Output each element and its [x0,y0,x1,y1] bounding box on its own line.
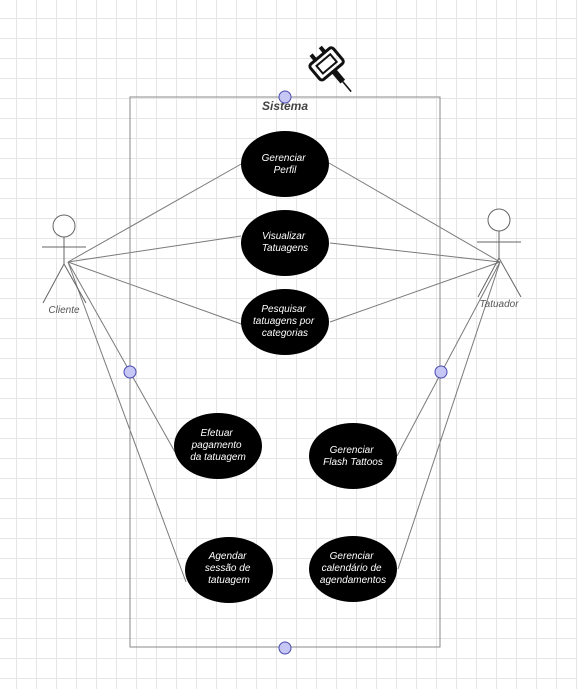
assoc-tatuador-gerenciar-calendario[interactable] [397,261,501,570]
use-case-label: Pesquisar [261,304,306,315]
assoc-cliente-agendar-sessao[interactable] [67,261,187,583]
use-case-label: da tatuagem [190,452,246,463]
handle-left[interactable] [123,365,137,379]
use-case-label: categorias [262,328,308,339]
assoc-tatuador-visualizar-tatuagens[interactable] [329,242,501,263]
assoc-cliente-visualizar-tatuagens[interactable] [67,235,242,263]
assoc-cliente-gerenciar-perfil[interactable] [67,162,244,263]
assoc-tatuador-gerenciar-perfil[interactable] [328,162,501,263]
handle-right[interactable] [434,365,448,379]
use-case-label: Gerenciar [262,153,307,164]
use-case-agendar-sessao[interactable]: Agendar sessão de tatuagem [185,537,273,603]
svg-text:Gerenciar calendário de: Gerenciar calendário de agendamentos [320,551,386,586]
actor-cliente-label: Cliente [48,305,80,316]
svg-text:Pesquisar tatuagens por: Pesquisar tatuagens por categorias [253,304,317,339]
handle-bottom[interactable] [278,641,292,655]
use-case-gerenciar-flash-tattoos[interactable]: Gerenciar Flash Tattoos [309,423,397,489]
actor-cliente-head [52,214,76,238]
use-case-efetuar-pagamento[interactable]: Efetuar pagamento da tatuagem [174,413,262,479]
use-case-label: tatuagens por [253,316,315,327]
assoc-tatuador-pesquisar-tatuagens[interactable] [329,261,501,323]
assoc-cliente-pesquisar-tatuagens[interactable] [67,261,245,326]
use-case-label: Efetuar [200,428,233,439]
use-case-label: Flash Tattoos [323,457,383,468]
use-case-label: Perfil [274,165,298,176]
use-case-label: Tatuagens [262,243,308,254]
assoc-tatuador-gerenciar-flash[interactable] [396,261,501,457]
use-case-label: Gerenciar [330,551,375,562]
association-lines [67,162,501,583]
use-case-label: Agendar [208,551,247,562]
svg-text:Gerenciar Flash Tattoos: Gerenciar Flash Tattoos [323,445,383,468]
use-case-label: calendário de [322,563,382,574]
use-case-gerenciar-perfil[interactable]: Gerenciar Perfil [241,131,329,197]
use-case-label: pagamento [191,440,242,451]
system-title: Sistema [262,99,308,113]
use-case-label: tatuagem [208,575,250,586]
use-case-label: Gerenciar [330,445,375,456]
boundary-handles [123,90,448,655]
use-case-label: Visualizar [262,231,306,242]
assoc-cliente-efetuar-pagamento[interactable] [67,261,176,453]
use-case-visualizar-tatuagens[interactable]: Visualizar Tatuagens [241,210,329,276]
handle-top[interactable] [278,90,292,104]
use-case-gerenciar-calendario[interactable]: Gerenciar calendário de agendamentos [309,536,397,602]
actor-tatuador[interactable] [477,208,522,298]
svg-text:Visualizar Tatuagens: Visualizar Tatuagens [262,231,308,254]
actor-cliente[interactable] [42,214,87,304]
tattoo-machine-icon [308,45,352,93]
svg-text:Agendar sessão de: Agendar sessão de tatuagem [205,551,253,586]
use-case-pesquisar-tatuagens[interactable]: Pesquisar tatuagens por categorias [241,289,329,355]
use-case-label: agendamentos [320,575,386,586]
svg-text:Efetuar pagamento: Efetuar pagamento da tatuagem [190,428,246,463]
svg-text:Gerenciar Perfil: Gerenciar Perfil [262,153,309,176]
actor-tatuador-label: Tatuador [479,299,519,310]
actor-tatuador-head [487,208,511,232]
use-case-label: sessão de [205,563,251,574]
